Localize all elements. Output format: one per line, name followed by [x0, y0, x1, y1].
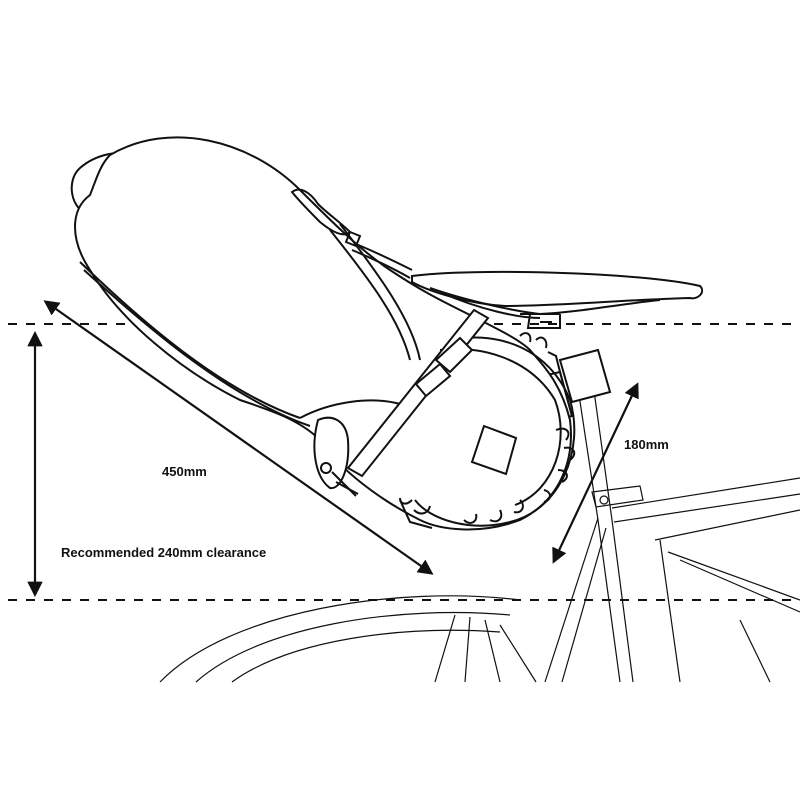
saddle	[411, 270, 704, 329]
length-label: 450mm	[162, 464, 207, 479]
length-dimension-arrow	[43, 300, 434, 575]
saddlebag	[70, 136, 576, 531]
clearance-label: Recommended 240mm clearance	[61, 545, 267, 560]
depth-label: 180mm	[624, 437, 669, 452]
depth-dimension-arrow	[552, 382, 639, 564]
